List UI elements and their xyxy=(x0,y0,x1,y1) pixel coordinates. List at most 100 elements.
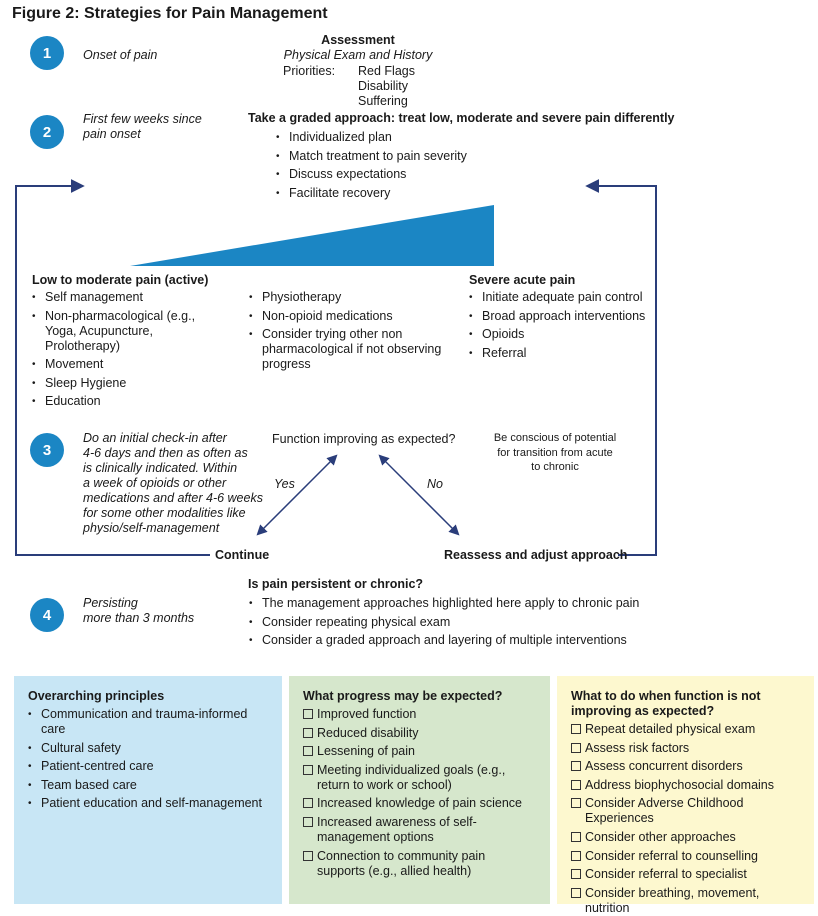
principle-item: Cultural safety xyxy=(28,741,268,756)
step-3-label-line: Do an initial check-in after xyxy=(83,431,227,445)
action-item: Repeat detailed physical exam xyxy=(571,722,800,737)
overarching-principles-panel: Overarching principles Communication and… xyxy=(14,676,282,904)
low-moderate-item: Consider trying other non pharmacologica… xyxy=(249,327,449,372)
action-item: Assess risk factors xyxy=(571,741,800,756)
graded-item: Match treatment to pain severity xyxy=(276,149,467,164)
chronic-item: The management approaches highlighted he… xyxy=(249,596,669,611)
priority-item: Suffering xyxy=(358,94,408,108)
priority-item: Disability xyxy=(358,79,409,93)
transition-note: Be conscious of potential for transition… xyxy=(480,431,630,475)
severe-pain-item: Broad approach interventions xyxy=(469,309,669,324)
step-3-badge: 3 xyxy=(30,433,64,467)
action-item: Consider other approaches xyxy=(571,830,800,845)
panel-title: What to do when function is not improvin… xyxy=(571,689,761,718)
principles-list: Communication and trauma-informed care C… xyxy=(28,707,268,811)
left-feedback-arrow xyxy=(15,179,210,556)
low-moderate-list-2: Physiotherapy Non-opioid medications Con… xyxy=(249,290,449,376)
graded-item: Discuss expectations xyxy=(276,167,467,182)
step-4-label: Persisting more than 3 months xyxy=(83,596,194,626)
low-moderate-item: Self management xyxy=(32,290,222,305)
no-label: No xyxy=(427,477,443,491)
principle-item: Communication and trauma-informed care xyxy=(28,707,268,737)
action-item: Consider Adverse Childhood Experiences xyxy=(571,796,800,826)
action-item: Assess concurrent disorders xyxy=(571,759,800,774)
transition-note-line: to chronic xyxy=(531,461,579,473)
step-3-label-line: is clinically indicated. Within xyxy=(83,461,238,475)
step-3-label-line: a week of opioids or other xyxy=(83,476,227,490)
figure-title: Figure 2: Strategies for Pain Management xyxy=(12,5,328,22)
low-moderate-list-1: Self management Non-pharmacological (e.g… xyxy=(32,290,222,413)
progress-item: Connection to community pain supports (e… xyxy=(303,849,536,879)
action-item: Consider referral to specialist xyxy=(571,867,800,882)
step-2-label-line: pain onset xyxy=(83,127,141,141)
principle-item: Patient education and self-management xyxy=(28,796,268,811)
step-4-label-line: more than 3 months xyxy=(83,611,195,625)
low-moderate-item: Movement xyxy=(32,357,222,372)
severe-pain-item: Referral xyxy=(469,346,669,361)
severe-pain-title: Severe acute pain xyxy=(469,273,576,287)
step-3-label-line: medications and after 4-6 weeks xyxy=(83,491,263,505)
step-3-label: Do an initial check-in after 4-6 days an… xyxy=(83,431,263,536)
progress-item: Reduced disability xyxy=(303,726,536,741)
step-3-label-line: for some other modalities like xyxy=(83,506,246,520)
chronic-item: Consider a graded approach and layering … xyxy=(249,633,669,648)
graded-item: Individualized plan xyxy=(276,130,467,145)
not-improving-list: Repeat detailed physical exam Assess ris… xyxy=(571,722,800,916)
no-arrow xyxy=(378,454,460,536)
step-2-badge: 2 xyxy=(30,115,64,149)
low-moderate-item: Sleep Hygiene xyxy=(32,376,222,391)
step-3-label-line: 4-6 days and then as often as xyxy=(83,446,248,460)
severity-wedge xyxy=(130,205,494,266)
low-moderate-title: Low to moderate pain (active) xyxy=(32,273,209,287)
step-1-badge: 1 xyxy=(30,36,64,70)
priority-item: Red Flags xyxy=(358,64,415,78)
severe-pain-item: Opioids xyxy=(469,327,669,342)
progress-item: Meeting individualized goals (e.g., retu… xyxy=(303,763,536,793)
continue-label: Continue xyxy=(215,548,270,562)
progress-item: Improved function xyxy=(303,707,536,722)
panel-title: Overarching principles xyxy=(28,689,165,703)
graded-approach-list: Individualized plan Match treatment to p… xyxy=(276,130,467,204)
assessment-subtitle: Physical Exam and History xyxy=(283,48,433,62)
graded-item: Facilitate recovery xyxy=(276,186,467,201)
progress-item: Increased knowledge of pain science xyxy=(303,796,536,811)
chronic-title: Is pain persistent or chronic? xyxy=(248,577,424,591)
transition-note-line: for transition from acute xyxy=(497,446,613,459)
step-1-label: Onset of pain xyxy=(83,48,158,62)
severe-pain-list: Initiate adequate pain control Broad app… xyxy=(469,290,669,364)
yes-label: Yes xyxy=(274,477,295,491)
reassess-label: Reassess and adjust approach xyxy=(444,548,628,562)
action-item: Consider referral to counselling xyxy=(571,849,800,864)
low-moderate-item: Non-opioid medications xyxy=(249,309,449,324)
action-item: Address biophychosocial domains xyxy=(571,778,800,793)
severe-pain-item: Initiate adequate pain control xyxy=(469,290,669,305)
progress-item: Lessening of pain xyxy=(303,744,536,759)
step-2-label-line: First few weeks since xyxy=(83,112,202,126)
panel-title: What progress may be expected? xyxy=(303,689,503,703)
step-4-badge: 4 xyxy=(30,598,64,632)
expected-progress-panel: What progress may be expected? Improved … xyxy=(289,676,550,904)
right-feedback-arrow xyxy=(585,179,657,556)
progress-list: Improved function Reduced disability Les… xyxy=(303,707,536,879)
priorities-list: Red Flags Disability Suffering xyxy=(358,64,415,109)
step-4-label-line: Persisting xyxy=(83,596,138,610)
step-3-label-line: physio/self-management xyxy=(83,521,220,535)
action-item: Consider breathing, movement, nutrition xyxy=(571,886,800,916)
priorities-label: Priorities: xyxy=(283,64,336,78)
principle-item: Patient-centred care xyxy=(28,759,268,774)
principle-item: Team based care xyxy=(28,778,268,793)
chronic-item: Consider repeating physical exam xyxy=(249,615,669,630)
transition-note-line: Be conscious of potential xyxy=(493,432,617,444)
low-moderate-item: Non-pharmacological (e.g., Yoga, Acupunc… xyxy=(32,309,222,354)
step-2-label: First few weeks since pain onset xyxy=(83,112,202,142)
graded-approach-title: Take a graded approach: treat low, moder… xyxy=(248,111,675,125)
decision-question: Function improving as expected? xyxy=(272,432,456,446)
assessment-title: Assessment xyxy=(321,33,395,47)
yes-arrow xyxy=(256,454,338,536)
chronic-list: The management approaches highlighted he… xyxy=(249,596,669,652)
low-moderate-item: Education xyxy=(32,394,222,409)
low-moderate-item: Physiotherapy xyxy=(249,290,449,305)
not-improving-panel: What to do when function is not improvin… xyxy=(557,676,814,915)
progress-item: Increased awareness of self-management o… xyxy=(303,815,536,845)
